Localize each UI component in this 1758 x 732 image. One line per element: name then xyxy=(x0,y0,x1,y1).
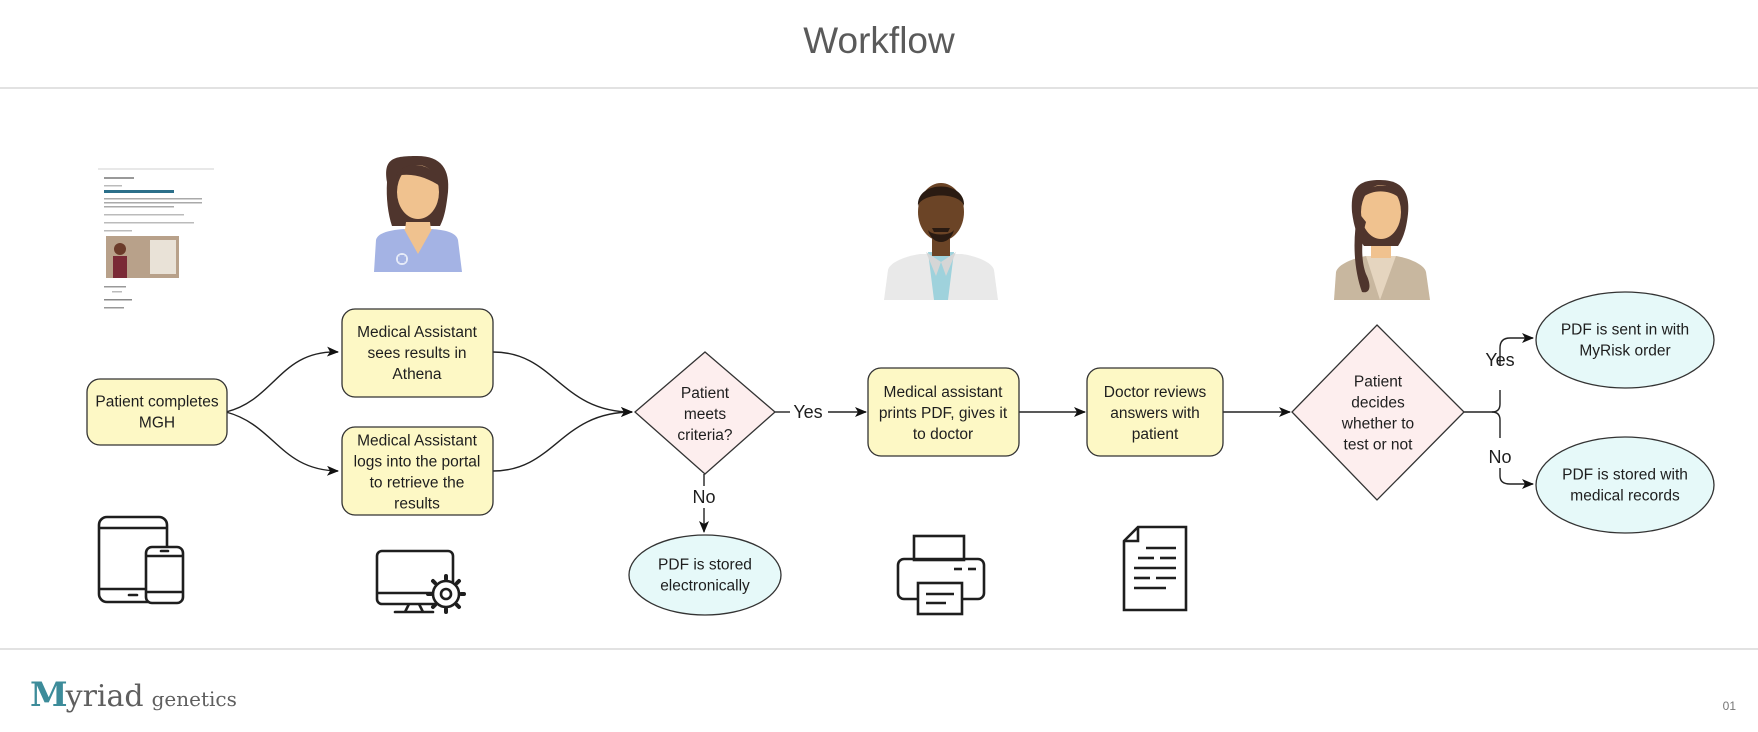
edge-n2-to-d1 xyxy=(492,351,633,417)
edge-label-yes-test: Yes xyxy=(1485,350,1514,370)
logo-mark: M xyxy=(30,675,68,715)
edge-label-yes-criteria: Yes xyxy=(793,402,822,422)
edge-d2-to-t2 xyxy=(1464,390,1501,413)
edge-label-no-test: No xyxy=(1488,447,1511,467)
document-icon xyxy=(1122,525,1188,612)
doctor-avatar-icon xyxy=(884,183,998,300)
diagram-edges xyxy=(225,333,1534,533)
edge-d2-to-t2-b xyxy=(1499,333,1534,366)
edge-d2-to-t3 xyxy=(1491,411,1501,438)
edge-d2-to-t3-b xyxy=(1499,468,1534,489)
printer-icon xyxy=(896,534,986,616)
footer-divider xyxy=(0,648,1758,650)
logo-subtitle: genetics xyxy=(151,687,237,711)
computer-gear-icon xyxy=(375,549,466,614)
edge-label-no-criteria: No xyxy=(692,487,715,507)
tablet-phone-icon xyxy=(97,515,185,605)
patient-avatar-icon xyxy=(1334,180,1430,300)
nurse-avatar-icon xyxy=(374,156,462,272)
webpage-thumbnail-icon xyxy=(96,165,216,313)
edge-n1-to-n3 xyxy=(225,411,339,476)
edge-n3-to-d1 xyxy=(492,407,633,472)
edge-n1-to-n2 xyxy=(225,346,339,413)
header-divider xyxy=(0,87,1758,89)
page-title: Workflow xyxy=(803,20,955,61)
page-number: 01 xyxy=(1722,699,1736,713)
logo-wordmark: yriad xyxy=(65,679,144,714)
